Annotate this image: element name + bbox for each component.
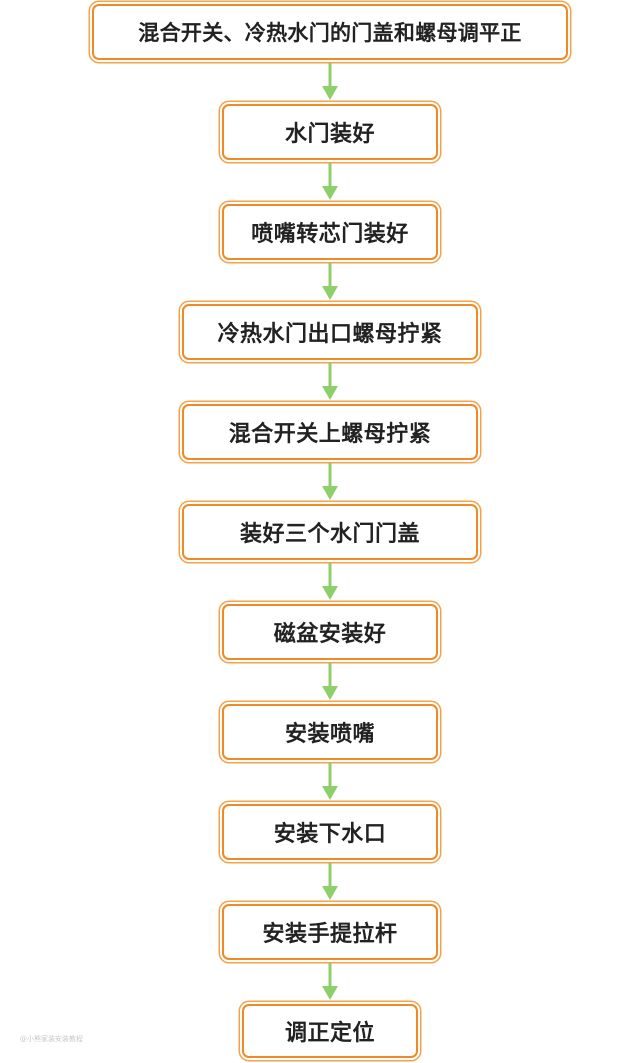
arrowhead-9 [322,886,338,900]
step-1-box: 混合开关、冷热水门的门盖和螺母调平正 [92,4,568,60]
arrowhead-5 [322,486,338,500]
step-4-box: 冷热水门出口螺母拧紧 [182,304,478,360]
step-9-label: 安装下水口 [273,822,387,847]
step-10-label: 安装手提拉杆 [262,922,398,947]
step-11-box: 调正定位 [242,1004,418,1058]
step-10-box: 安装手提拉杆 [222,904,438,960]
step-2-box: 水门装好 [222,104,438,160]
arrowhead-3 [322,286,338,300]
arrowhead-2 [322,186,338,200]
step-1-label: 混合开关、冷热水门的门盖和螺母调平正 [138,21,522,45]
arrowhead-8 [322,786,338,800]
arrowhead-4 [322,386,338,400]
step-6-label: 装好三个水门门盖 [239,522,420,547]
step-7-label: 磁盆安装好 [273,622,387,647]
step-8-label: 安装喷嘴 [284,722,375,747]
arrowhead-6 [322,586,338,600]
step-4-label: 冷热水门出口螺母拧紧 [217,322,443,347]
step-11-label: 调正定位 [284,1021,375,1046]
step-7-box: 磁盆安装好 [222,604,438,660]
step-9-box: 安装下水口 [222,804,438,860]
step-8-box: 安装喷嘴 [222,704,438,760]
step-6-box: 装好三个水门门盖 [182,504,478,560]
arrowhead-10 [322,986,338,1000]
step-3-box: 喷嘴转芯门装好 [222,204,438,260]
arrowhead-7 [322,686,338,700]
step-5-label: 混合开关上螺母拧紧 [228,422,432,447]
step-2-label: 水门装好 [284,122,375,147]
step-5-box: 混合开关上螺母拧紧 [182,404,478,460]
watermark: @小熊家装安装教程 [20,1035,83,1043]
step-3-label: 喷嘴转芯门装好 [251,222,409,247]
arrowhead-1 [322,86,338,100]
